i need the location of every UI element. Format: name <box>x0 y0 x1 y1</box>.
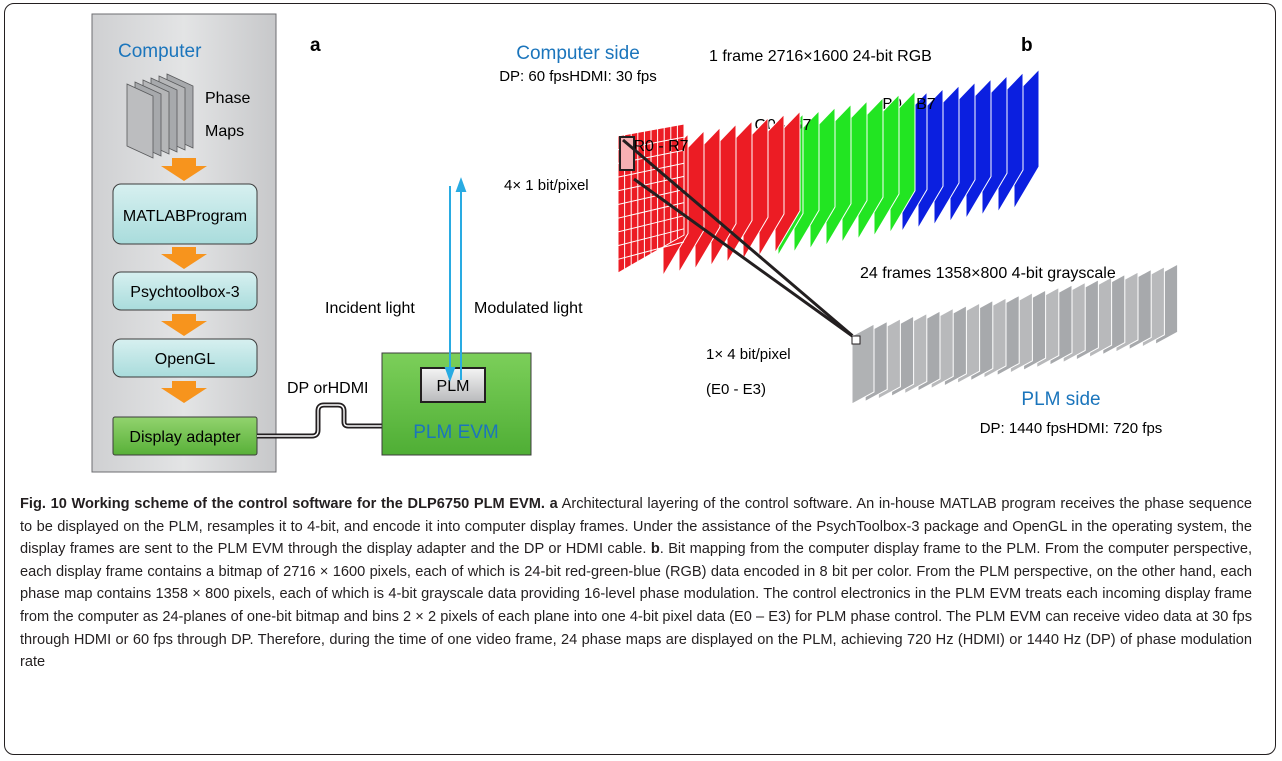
psychtoolbox-box <box>112 271 258 311</box>
caption-title: Fig. 10 Working scheme of the control so… <box>20 496 545 512</box>
phase-label-2: Maps <box>205 123 244 140</box>
frame-info-label: 1 frame 2716×1600 24-bit RGB <box>709 48 932 65</box>
panel-b-letter: b <box>1021 35 1033 56</box>
caption-b-text: . Bit mapping from the computer display … <box>20 541 1252 671</box>
modulated-light-label: Modulated light <box>474 300 583 317</box>
light-beams <box>444 177 467 382</box>
red-grid-row-6 <box>617 202 685 219</box>
arrow-down-3 <box>161 314 207 336</box>
plm-side-label: PLM side <box>1021 389 1100 410</box>
mapping-line-top <box>622 138 855 339</box>
red-planes-label: R0 - R7 <box>633 138 688 155</box>
opengl-label: OpenGL <box>155 351 216 368</box>
display-adapter-label: Display adapter <box>129 429 241 446</box>
figure-diagram: Computer a Phase Maps MATLABProgram Psyc… <box>91 13 1179 473</box>
caption-a-letter: a <box>549 496 558 512</box>
red-grid-row-8 <box>617 228 685 247</box>
phase-label-1: Phase <box>205 90 250 107</box>
computer-side-label: Computer side <box>516 43 640 64</box>
panel-a: Computer a Phase Maps MATLABProgram Psyc… <box>91 13 583 473</box>
red-bit-planes <box>617 110 801 278</box>
matlab-program-box <box>112 183 258 245</box>
red-grid-row-9 <box>617 241 685 260</box>
red-grid-row-7 <box>617 215 685 233</box>
blue-bit-planes <box>901 68 1040 234</box>
mapping-line-bottom <box>633 177 863 345</box>
plm-evm-label: PLM EVM <box>413 422 499 443</box>
plm-rate-label: DP: 1440 fpsHDMI: 720 fps <box>980 420 1163 437</box>
grayscale-frames <box>851 263 1179 405</box>
bits-out-names: (E0 - E3) <box>706 381 766 398</box>
caption-a-text: Architectural layering of the control so… <box>20 496 1253 558</box>
arrow-down-2 <box>161 247 207 269</box>
panel-b: Computer side DP: 60 fpsHDMI: 30 fps 1 f… <box>499 35 1179 437</box>
panel-a-letter: a <box>310 35 321 56</box>
figure-caption: Fig. 10 Working scheme of the control so… <box>20 493 1252 674</box>
bits-out-label: 1× 4 bit/pixel <box>706 346 791 363</box>
bits-in-label: 4× 1 bit/pixel <box>504 177 589 194</box>
computer-title: Computer <box>118 41 202 62</box>
plm-chip-label: PLM <box>437 378 470 395</box>
arrow-down-1 <box>161 158 207 181</box>
caption-b-letter: b <box>650 541 660 558</box>
cable-label: DP orHDMI <box>287 380 369 397</box>
matlab-program-label: MATLABProgram <box>123 208 247 225</box>
arrow-down-4 <box>161 381 207 403</box>
computer-rate-label: DP: 60 fpsHDMI: 30 fps <box>499 68 657 85</box>
figure-frame <box>4 3 1276 755</box>
red-grid-row-5 <box>617 189 685 205</box>
opengl-box <box>112 338 258 378</box>
phase-maps-stack <box>126 73 194 159</box>
gray-info-label: 24 frames 1358×800 4-bit grayscale <box>860 265 1116 282</box>
green-bit-planes <box>777 90 916 258</box>
psychtoolbox-label: Psychtoolbox-3 <box>130 284 239 301</box>
output-pixel <box>851 335 861 345</box>
incident-light-label: Incident light <box>325 300 415 317</box>
